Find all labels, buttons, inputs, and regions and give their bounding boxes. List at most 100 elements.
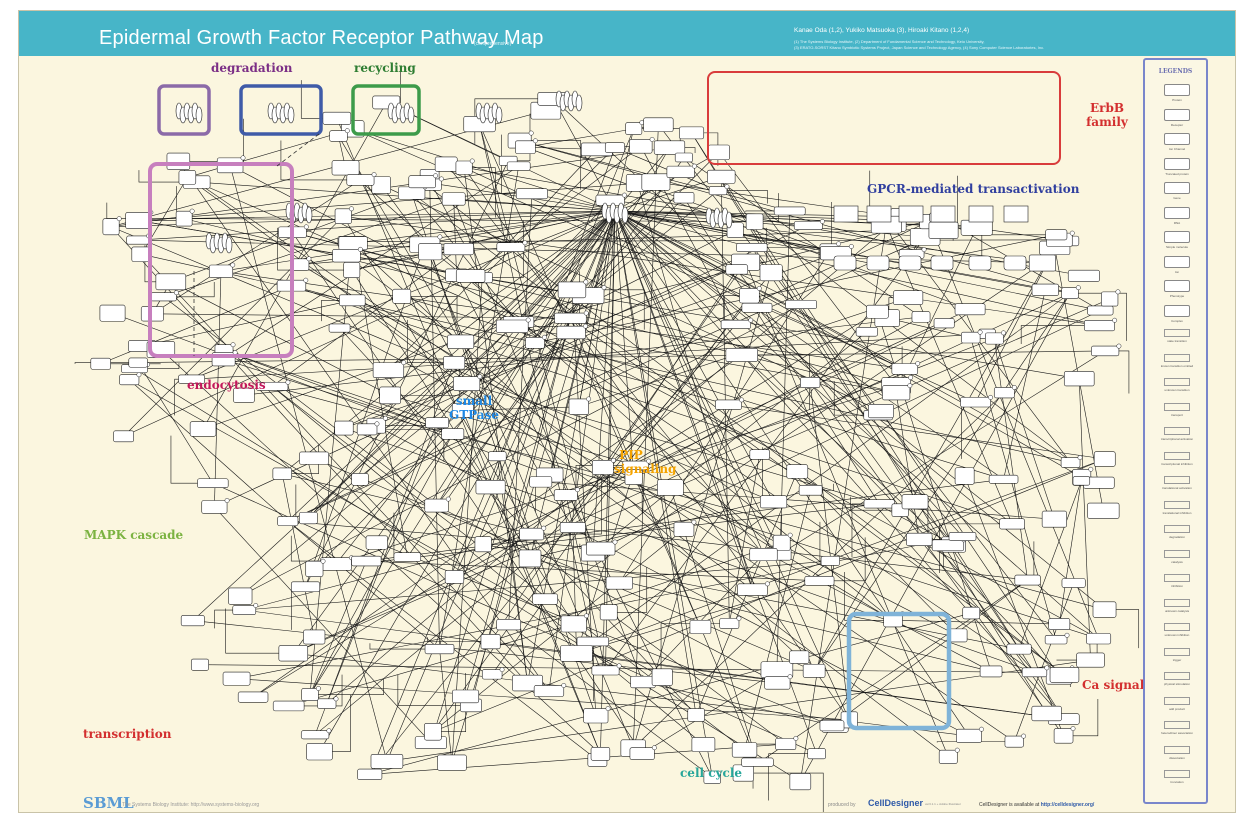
protein-node bbox=[320, 558, 351, 571]
phospho-site bbox=[725, 184, 729, 188]
legend-symbol bbox=[1164, 427, 1190, 435]
protein-node bbox=[393, 289, 411, 303]
protein-node bbox=[190, 422, 216, 437]
protein-node bbox=[708, 145, 729, 160]
protein-node bbox=[1046, 230, 1067, 240]
receptor-subunit bbox=[408, 107, 414, 123]
legend-label: heterodimer association bbox=[1153, 731, 1201, 735]
protein-node bbox=[1091, 346, 1119, 356]
legend-label: Phenotype bbox=[1153, 294, 1201, 298]
legend-item: heterodimer association bbox=[1153, 721, 1201, 735]
protein-node bbox=[533, 594, 558, 605]
legend-symbol bbox=[1164, 256, 1190, 268]
legend-item: Ion Channel bbox=[1153, 133, 1201, 151]
phospho-site bbox=[613, 540, 617, 544]
legend-label: Ion bbox=[1153, 270, 1201, 274]
protein-node bbox=[141, 307, 163, 321]
legend-item: inhibition bbox=[1153, 574, 1201, 588]
protein-node bbox=[893, 291, 922, 305]
protein-node bbox=[800, 377, 820, 387]
protein-node bbox=[786, 300, 817, 308]
receptor-subunit bbox=[496, 107, 502, 123]
protein-node bbox=[114, 431, 134, 442]
protein-node bbox=[447, 335, 473, 349]
region-label-cell-cycle: cell cycle bbox=[680, 766, 742, 780]
phospho-site bbox=[575, 487, 579, 491]
pathway-edge bbox=[310, 242, 352, 695]
legend-label: catalysis bbox=[1153, 560, 1201, 564]
protein-node bbox=[560, 522, 585, 532]
legend-item: unknown inhibition bbox=[1153, 623, 1201, 637]
protein-node bbox=[273, 701, 304, 711]
protein-node bbox=[963, 607, 980, 619]
pathway-edge bbox=[832, 580, 1028, 726]
gpcr-receptor bbox=[931, 206, 955, 222]
protein-node bbox=[453, 377, 479, 391]
gpcr-receptor bbox=[1004, 206, 1028, 222]
protein-node bbox=[956, 729, 981, 742]
phospho-site bbox=[316, 686, 320, 690]
legend-symbol bbox=[1164, 158, 1190, 170]
protein-node bbox=[507, 162, 530, 171]
protein-node bbox=[1062, 578, 1085, 587]
protein-node bbox=[516, 189, 547, 199]
protein-node bbox=[335, 209, 351, 224]
produced-by-label: produced by bbox=[828, 802, 856, 808]
phospho-site bbox=[1065, 633, 1069, 637]
phospho-site bbox=[562, 683, 566, 687]
protein-node bbox=[520, 528, 544, 540]
protein-node bbox=[306, 561, 323, 576]
protein-node bbox=[435, 157, 457, 171]
phospho-site bbox=[345, 128, 349, 132]
phospho-site bbox=[788, 674, 792, 678]
protein-node bbox=[882, 386, 909, 400]
protein-node bbox=[456, 161, 472, 174]
protein-node bbox=[100, 305, 125, 321]
protein-node bbox=[318, 699, 336, 709]
legend-item: state transition bbox=[1153, 329, 1201, 343]
legend-item: transport bbox=[1153, 403, 1201, 417]
region-label-recycling: recycling bbox=[354, 61, 416, 75]
legend-label: Ion Channel bbox=[1153, 147, 1201, 151]
protein-node bbox=[631, 676, 656, 688]
protein-node bbox=[228, 588, 252, 604]
phospho-site bbox=[241, 156, 245, 160]
legend-symbol bbox=[1164, 329, 1190, 337]
legend-item: translational activation bbox=[1153, 476, 1201, 490]
legend-label: dissociation bbox=[1153, 756, 1201, 760]
protein-node bbox=[179, 171, 196, 185]
pathway-edge bbox=[605, 211, 615, 670]
phospho-site bbox=[1021, 734, 1025, 738]
receptor-subunit bbox=[576, 95, 582, 111]
legend-item: Complex bbox=[1153, 305, 1201, 323]
pathway-edge bbox=[743, 773, 823, 812]
region-label-mapk-cascade: MAPK cascade bbox=[84, 528, 183, 542]
protein-node bbox=[339, 237, 367, 250]
celldesigner-url-link[interactable]: http://celldesigner.org/ bbox=[1041, 802, 1095, 808]
protein-node bbox=[1054, 729, 1073, 744]
protein-node bbox=[176, 211, 192, 226]
pathway-edge bbox=[729, 405, 1105, 459]
phospho-site bbox=[529, 131, 533, 135]
legend-label: translational activation bbox=[1153, 486, 1201, 490]
protein-node bbox=[372, 177, 391, 194]
region-label-pip-signaling: PIP signaling bbox=[614, 448, 648, 476]
protein-node bbox=[419, 244, 442, 260]
protein-node bbox=[989, 475, 1018, 483]
legend-item: transcriptional activation bbox=[1153, 427, 1201, 441]
legend-label: degradation bbox=[1153, 535, 1201, 539]
protein-node bbox=[960, 397, 990, 407]
phospho-site bbox=[375, 422, 379, 426]
legend-item: transcriptional inhibition bbox=[1153, 452, 1201, 466]
receptor-subunit bbox=[306, 207, 312, 223]
phospho-site bbox=[190, 209, 194, 213]
legend-item: truncation bbox=[1153, 770, 1201, 784]
protein-node bbox=[335, 421, 353, 435]
region-label-degradation: degradation bbox=[211, 61, 293, 75]
protein-node bbox=[344, 262, 360, 277]
protein-node bbox=[554, 490, 577, 501]
protein-node bbox=[805, 576, 834, 585]
protein-node bbox=[790, 651, 809, 664]
protein-node bbox=[1077, 653, 1105, 667]
sbi-credit-link[interactable]: The Systems Biology Institute: http://ww… bbox=[122, 802, 259, 808]
